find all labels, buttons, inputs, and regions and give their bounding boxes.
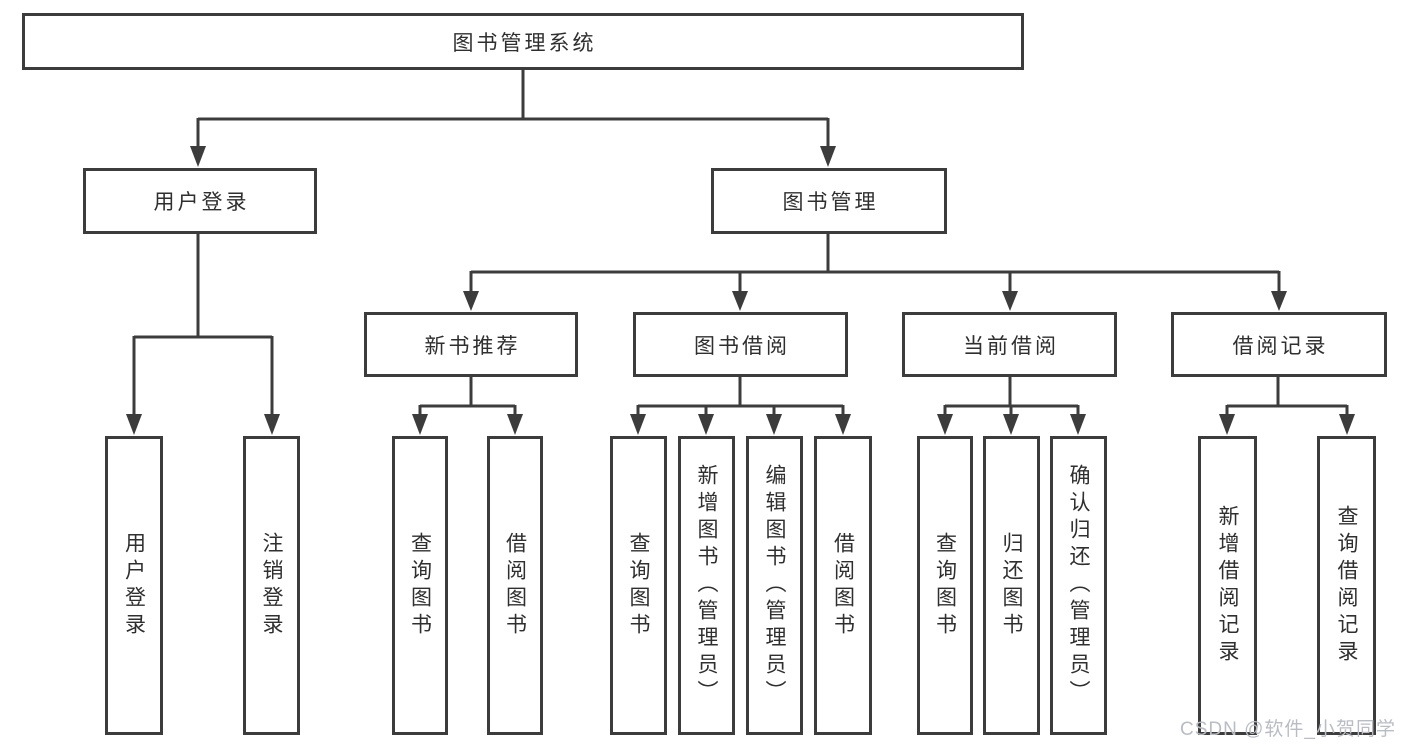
arrow-down-icon xyxy=(190,146,206,167)
leaf-recommend-borrow-books: 借阅图书 xyxy=(487,436,543,735)
leaf-confirm-return-admin-label: 确认归还（管理员） xyxy=(1067,464,1090,707)
node-user-login: 用户登录 xyxy=(83,168,317,234)
leaf-add-book-admin: 新增图书（管理员） xyxy=(678,436,735,735)
leaf-recommend-query-books-label: 查询图书 xyxy=(408,531,432,640)
leaf-add-borrow-record-label: 新增借阅记录 xyxy=(1216,504,1239,667)
arrow-down-icon xyxy=(698,414,714,435)
node-root: 图书管理系统 xyxy=(22,13,1024,70)
leaf-return-book: 归还图书 xyxy=(983,436,1040,735)
arrow-down-icon xyxy=(1002,291,1018,311)
leaf-edit-book-admin-label: 编辑图书（管理员） xyxy=(763,464,786,707)
arrow-down-icon xyxy=(820,146,836,167)
leaf-add-book-admin-label: 新增图书（管理员） xyxy=(695,464,718,707)
arrow-down-icon xyxy=(1003,414,1019,435)
node-book-borrow: 图书借阅 xyxy=(633,312,848,377)
arrow-down-icon xyxy=(264,414,280,435)
node-current-borrow-label: 当前借阅 xyxy=(963,334,1059,358)
leaf-logout-label: 注销登录 xyxy=(260,531,283,640)
node-book-borrow-label: 图书借阅 xyxy=(694,334,790,358)
arrow-down-icon xyxy=(1271,291,1287,311)
node-root-label: 图书管理系统 xyxy=(452,31,597,55)
leaf-recommend-borrow-books-label: 借阅图书 xyxy=(503,531,527,640)
node-book-management: 图书管理 xyxy=(711,168,947,234)
arrowheads xyxy=(126,146,1355,435)
leaf-confirm-return-admin: 确认归还（管理员） xyxy=(1050,436,1107,735)
node-borrow-record-label: 借阅记录 xyxy=(1232,334,1329,358)
leaf-current-query-books-label: 查询图书 xyxy=(933,531,957,640)
leaf-add-borrow-record: 新增借阅记录 xyxy=(1198,436,1257,735)
node-user-login-label: 用户登录 xyxy=(153,191,250,214)
node-borrow-record: 借阅记录 xyxy=(1171,312,1387,377)
arrow-down-icon xyxy=(937,414,953,435)
leaf-query-borrow-record: 查询借阅记录 xyxy=(1317,436,1376,735)
arrow-down-icon xyxy=(630,414,646,435)
leaf-current-query-books: 查询图书 xyxy=(917,436,973,735)
csdn-watermark: CSDN @软件_小贺同学 xyxy=(1180,719,1396,740)
leaf-user-login-label: 用户登录 xyxy=(122,531,146,640)
arrow-down-icon xyxy=(1219,414,1235,435)
leaf-logout: 注销登录 xyxy=(243,436,300,735)
node-new-book-recommend: 新书推荐 xyxy=(364,312,578,377)
leaf-query-borrow-record-label: 查询借阅记录 xyxy=(1335,504,1358,667)
arrow-down-icon xyxy=(412,414,428,435)
arrow-down-icon xyxy=(507,414,523,435)
leaf-borrow-books-label: 借阅图书 xyxy=(831,531,855,640)
leaf-return-book-label: 归还图书 xyxy=(1000,531,1023,640)
arrow-down-icon xyxy=(766,414,782,435)
leaf-borrow-books: 借阅图书 xyxy=(814,436,872,735)
arrow-down-icon xyxy=(835,414,851,435)
leaf-recommend-query-books: 查询图书 xyxy=(392,436,448,735)
arrow-down-icon xyxy=(463,291,479,311)
leaf-borrow-query-books-label: 查询图书 xyxy=(627,531,650,640)
arrow-down-icon xyxy=(126,414,142,435)
arrow-down-icon xyxy=(1339,414,1355,435)
arrow-down-icon xyxy=(1070,414,1086,435)
leaf-edit-book-admin: 编辑图书（管理员） xyxy=(746,436,803,735)
node-current-borrow: 当前借阅 xyxy=(902,312,1117,377)
leaf-borrow-query-books: 查询图书 xyxy=(610,436,667,735)
arrow-down-icon xyxy=(732,291,748,311)
node-book-management-label: 图书管理 xyxy=(782,191,879,214)
leaf-user-login: 用户登录 xyxy=(105,436,163,735)
node-new-book-recommend-label: 新书推荐 xyxy=(424,334,521,358)
